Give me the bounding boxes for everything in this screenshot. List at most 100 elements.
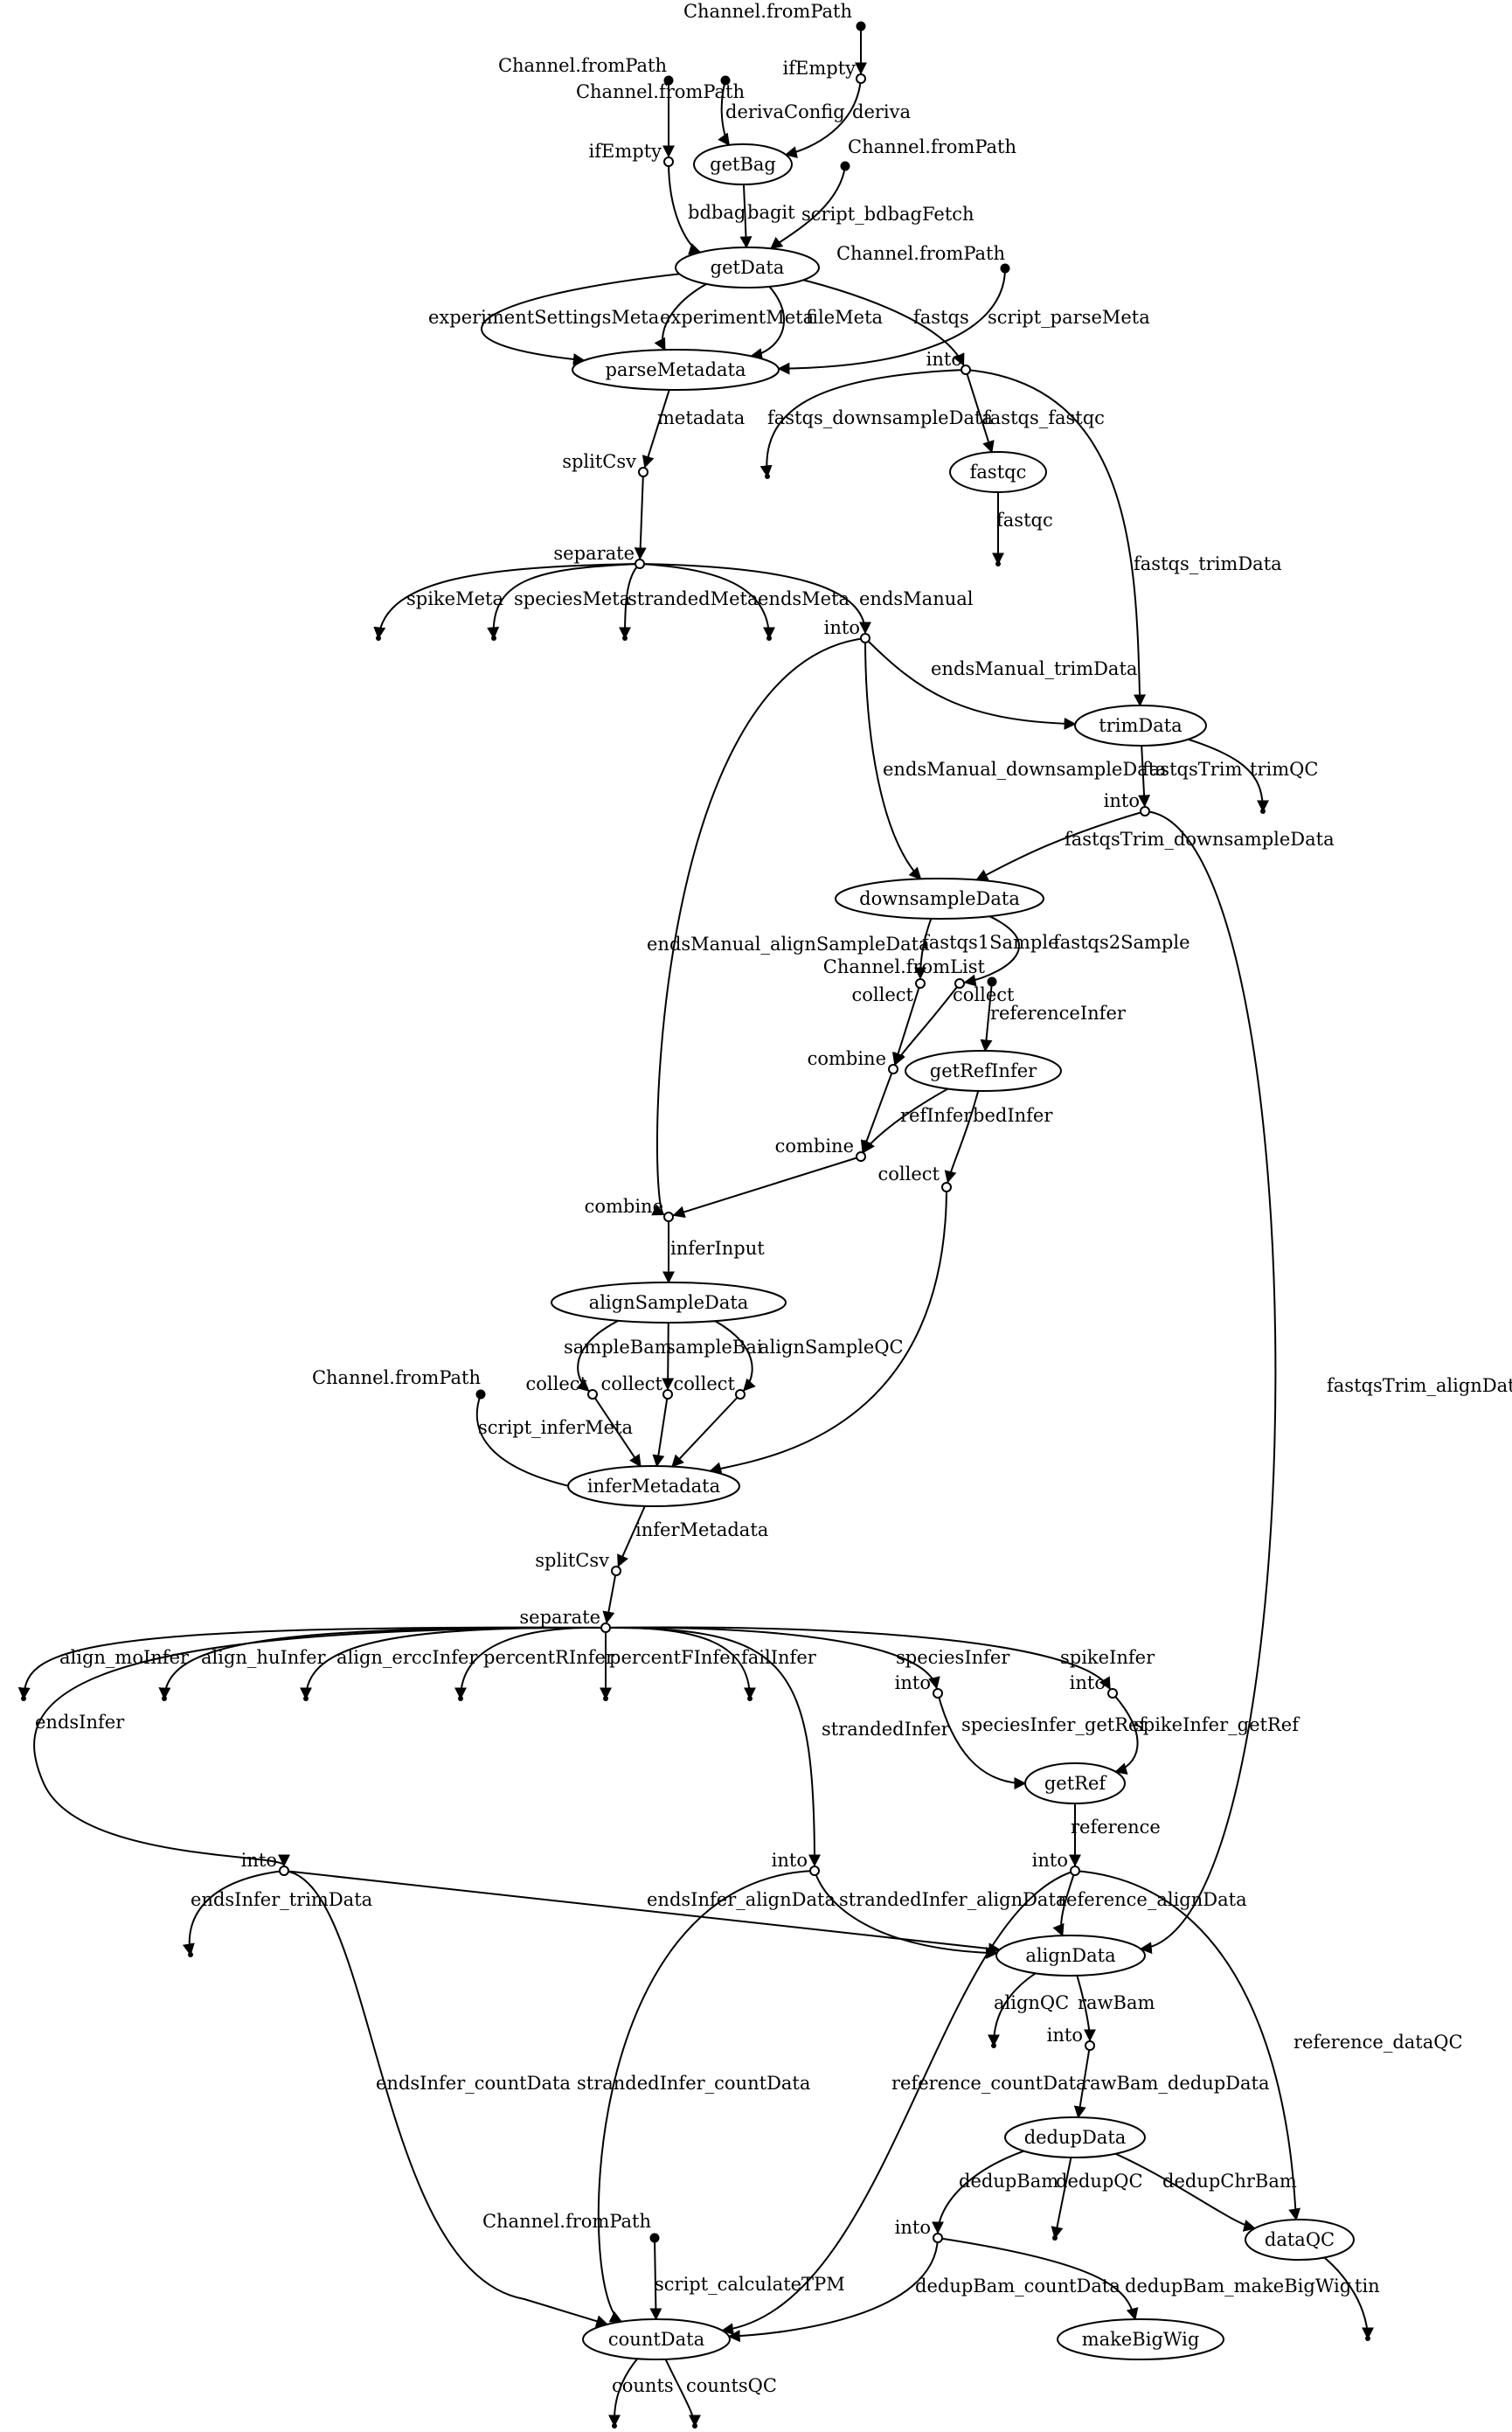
edge-line: [864, 637, 1077, 730]
operator-node-into_fastqsTrim: into: [1104, 790, 1150, 816]
edge-separate2-to-sink_percentR: percentRInfer: [454, 1626, 615, 1700]
operator-label: into: [926, 349, 962, 370]
process-node-getBag: getBag: [693, 143, 793, 185]
process-node-alignSampleData: alignSampleData: [551, 1282, 787, 1324]
edge-line: [727, 2237, 939, 2343]
edge-line: [770, 165, 846, 250]
edge-label: rawBam_dedupData: [1081, 2073, 1270, 2094]
source-node-src_top: Channel.fromPath: [683, 1, 866, 31]
process-ellipse: [1024, 1762, 1126, 1804]
operator-circle: [809, 1866, 820, 1876]
edge-label: dedupChrBam: [1162, 2171, 1297, 2192]
source-label: Channel.fromPath: [312, 1367, 481, 1388]
operator-label: combine: [775, 1136, 854, 1157]
process-ellipse: [1245, 2219, 1355, 2261]
process-ellipse: [567, 1465, 740, 1507]
process-label: makeBigWig: [1082, 2329, 1200, 2350]
operator-circle: [600, 1622, 611, 1633]
sink-node-sink_fastqc: [995, 561, 1001, 566]
edge-alignData-to-into_rawBam: rawBam: [1070, 1955, 1155, 2042]
operator-label: collect: [852, 984, 914, 1005]
edge-line: [860, 1068, 894, 1153]
sink-node-sink_counts: [612, 2423, 617, 2429]
source-dot: [475, 1389, 486, 1400]
edge-downsampleData-to-collect2: fastqs2Sample: [939, 898, 1190, 987]
edge-ifEmpty1-to-getBag: deriva: [784, 78, 911, 159]
edge-getData-to-parseMetadata: fileMeta: [746, 267, 883, 360]
edge-line: [1073, 2045, 1091, 2119]
edge-label: fastqs2Sample: [1053, 932, 1190, 953]
edge-label: dedupBam_countData: [915, 2276, 1120, 2297]
operator-circle: [954, 978, 965, 989]
process-label: dedupData: [1024, 2127, 1127, 2148]
operator-node-into_stranded: into: [772, 1850, 820, 1876]
edge-into_reference-to-countData: reference_countData: [721, 1870, 1087, 2336]
operator-node-collect5: collect: [601, 1373, 673, 1400]
operator-circle: [888, 1064, 898, 1074]
edge-line: [605, 1627, 821, 1867]
process-label: inferMetadata: [587, 1476, 720, 1497]
process-label: downsampleData: [859, 888, 1020, 909]
process-ellipse: [1074, 705, 1207, 747]
source-node-src_calcTPM: Channel.fromPath: [482, 2211, 660, 2243]
operator-node-combine2: combine: [775, 1136, 866, 1162]
sink-dot: [622, 636, 628, 641]
edge-label: fastqsTrim_downsampleData: [1065, 829, 1335, 850]
edge-separate1-to-sink_spikeMeta: spikeMeta: [373, 563, 641, 640]
edge-src_calcTPM-to-countData: script_calculateTPM: [649, 2237, 845, 2321]
edge-label: countsQC: [686, 2375, 777, 2396]
operator-label: collect: [953, 984, 1015, 1005]
process-ellipse: [551, 1282, 787, 1324]
edge-into_stranded-to-countData: strandedInfer_countData: [577, 1870, 815, 2323]
edge-line: [639, 563, 775, 640]
edge-line: [721, 1870, 1076, 2336]
edge-label: strandedMeta: [628, 588, 759, 609]
source-label: Channel.fromPath: [836, 243, 1005, 264]
edge-label: dedupBam: [959, 2171, 1058, 2192]
edge-separate2-to-into_spike: spikeInfer: [605, 1626, 1155, 1691]
operator-node-collect2: collect: [953, 978, 1015, 1005]
edge-label: endsInfer_trimData: [191, 1889, 372, 1910]
operator-label: splitCsv: [535, 1550, 609, 1571]
edge-label: strandedInfer: [822, 1719, 951, 1740]
node-layer: Channel.fromPathifEmptyChannel.fromPathC…: [21, 1, 1370, 2429]
edge-label: endsManual_trimData: [931, 658, 1137, 679]
operator-circle: [611, 1566, 621, 1576]
operator-node-ifEmpty2: ifEmpty: [589, 141, 674, 167]
edge-line: [718, 80, 731, 147]
edge-into_endsManual-to-downsampleData: endsManual_downsampleData: [864, 637, 1167, 880]
process-ellipse: [693, 143, 793, 185]
edge-label: speciesInfer: [896, 1647, 1010, 1668]
edge-alignSampleData-to-collect4: sampleBam: [564, 1302, 672, 1392]
edge-into_rawBam-to-dedupData: rawBam_dedupData: [1073, 2045, 1270, 2119]
sink-dot: [995, 561, 1001, 566]
edge-label: deriva: [852, 101, 911, 122]
process-node-trimData: trimData: [1074, 705, 1207, 747]
edge-line: [373, 563, 641, 640]
edge-label: metadata: [657, 407, 745, 428]
process-ellipse: [949, 451, 1047, 493]
edge-label: endsInfer_countData: [376, 2073, 571, 2094]
edge-line: [965, 369, 995, 454]
edge-label: reference_countData: [891, 2073, 1087, 2094]
edge-label: referenceInfer: [990, 1003, 1127, 1024]
edge-separate1-to-into_endsManual: endsManual: [639, 563, 974, 635]
edge-into_fastqsTrim-to-alignData: fastqsTrim_alignData: [1139, 810, 1512, 1955]
edge-label: fastqsTrim_alignData: [1327, 1375, 1512, 1396]
operator-node-collect6: collect: [674, 1373, 746, 1400]
edge-into_endsInfer-to-sink_endsInferTrim: endsInfer_trimData: [182, 1870, 372, 1956]
operator-label: ifEmpty: [589, 141, 662, 162]
operator-label: splitCsv: [562, 451, 636, 472]
edge-label: bedInfer: [973, 1105, 1053, 1126]
operator-node-into_rawBam: into: [1047, 2025, 1095, 2051]
operator-node-splitCsv1: splitCsv: [562, 451, 648, 477]
operator-node-ifEmpty1: ifEmpty: [783, 58, 866, 84]
edge-into_reference-to-dataQC: reference_dataQC: [1074, 1870, 1463, 2221]
edge-line: [1112, 1692, 1139, 1775]
edge-label: dedupBam_makeBigWig: [1125, 2276, 1351, 2297]
edge-collect1-to-combine1: [891, 983, 921, 1066]
process-node-countData: countData: [582, 2318, 731, 2360]
edge-line: [476, 1393, 579, 1492]
edge-label: experimentMeta: [660, 307, 814, 328]
